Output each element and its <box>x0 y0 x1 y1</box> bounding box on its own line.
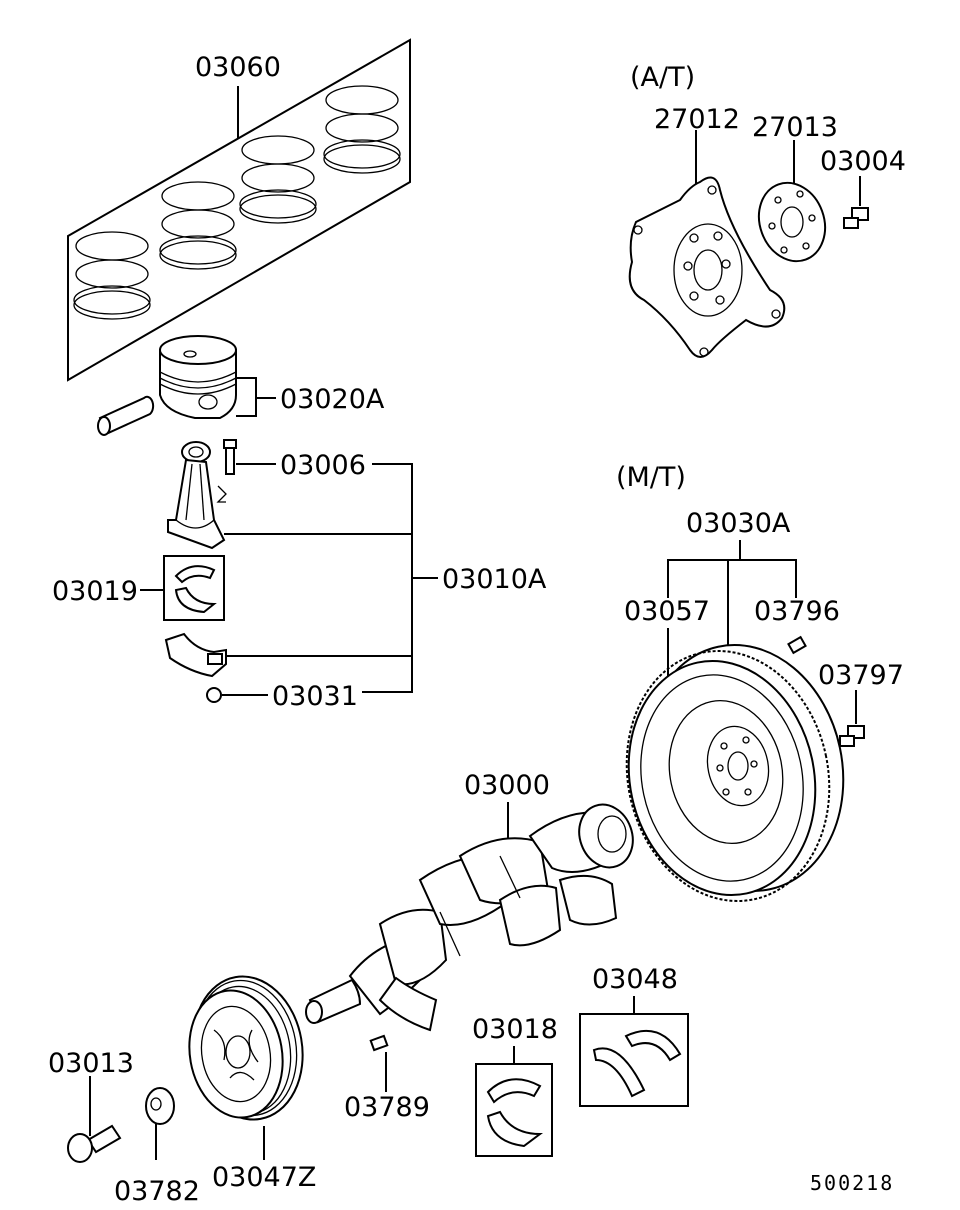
label-03782: 03782 <box>114 1176 200 1207</box>
label-03060: 03060 <box>195 52 281 83</box>
label-03013: 03013 <box>48 1048 134 1079</box>
label-03048: 03048 <box>592 964 678 995</box>
connecting-rod <box>167 441 226 550</box>
label-03797: 03797 <box>818 660 904 691</box>
label-03010a: 03010A <box>442 564 547 595</box>
label-03004: 03004 <box>820 146 906 177</box>
label-03789: 03789 <box>344 1092 430 1123</box>
label-03000: 03000 <box>464 770 550 801</box>
crankshaft-key <box>369 1034 389 1052</box>
adapter-plate <box>757 181 827 263</box>
rod-bearing <box>163 555 225 621</box>
label-03006: 03006 <box>280 450 366 481</box>
piston-pin <box>97 395 155 436</box>
label-at: (A/T) <box>630 62 695 93</box>
rod-nut <box>206 687 222 703</box>
label-03019: 03019 <box>52 576 138 607</box>
label-mt: (M/T) <box>616 462 686 493</box>
flywheel-dowel-pin <box>787 635 807 655</box>
thrust-bearing <box>579 1013 689 1107</box>
label-03020a: 03020A <box>280 384 385 415</box>
label-03057: 03057 <box>624 596 710 627</box>
piston-ring-set <box>67 38 411 382</box>
piston <box>159 335 237 419</box>
label-03030a: 03030A <box>686 508 791 539</box>
main-bearing <box>475 1063 553 1157</box>
pulley-bolt <box>67 1124 122 1163</box>
label-27013: 27013 <box>752 112 838 143</box>
label-27012: 27012 <box>654 104 740 135</box>
flywheel <box>625 644 845 902</box>
label-03796: 03796 <box>754 596 840 627</box>
flywheel-bolt <box>839 725 865 747</box>
label-03047z: 03047Z <box>212 1162 316 1193</box>
diagram-reference: 500218 <box>810 1171 894 1195</box>
crankshaft <box>305 803 634 1032</box>
pulley-washer <box>145 1087 175 1125</box>
drive-plate-bolt <box>843 207 869 229</box>
crankshaft-pulley <box>188 975 304 1121</box>
label-03031: 03031 <box>272 681 358 712</box>
rod-cap <box>164 632 227 678</box>
label-03018: 03018 <box>472 1014 558 1045</box>
rod-bolt <box>216 439 237 503</box>
drive-plate <box>628 176 786 358</box>
